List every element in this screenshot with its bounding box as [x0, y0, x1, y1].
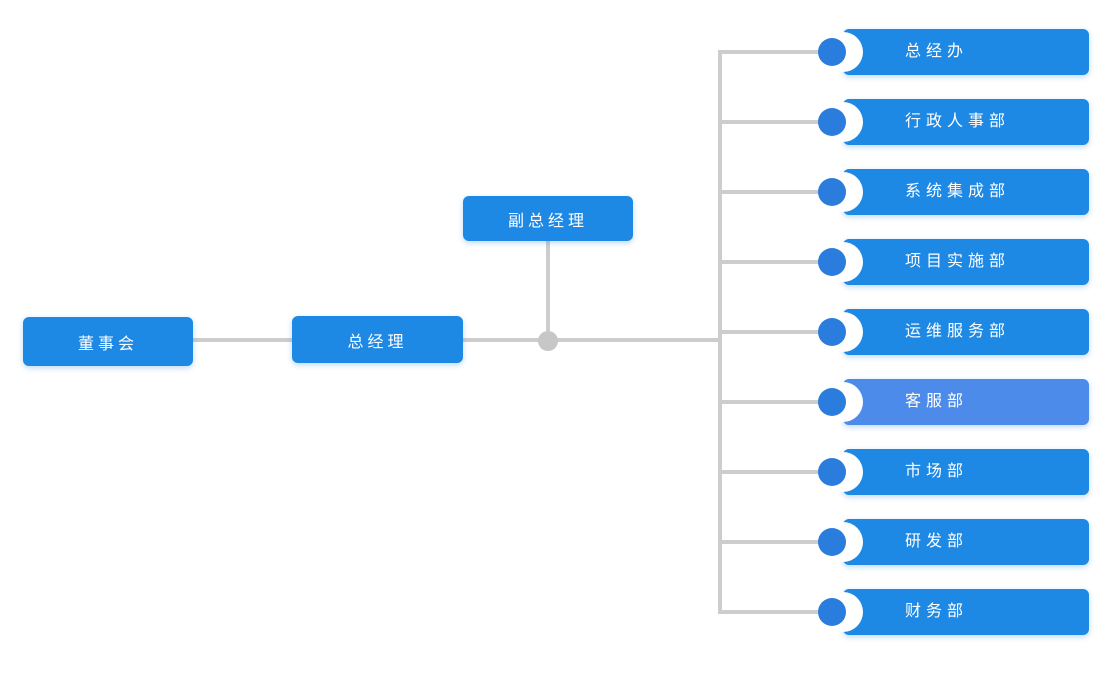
dept-node-1[interactable]: 总经办	[818, 29, 1089, 75]
org-node-board[interactable]: 董事会	[23, 317, 193, 366]
dept-node-label: 系统集成部	[905, 183, 1011, 200]
dept-node-8[interactable]: 研发部	[818, 519, 1089, 565]
dept-node-label: 项目实施部	[905, 253, 1011, 270]
dept-node-label: 市场部	[905, 463, 969, 480]
org-node-deputy-general-manager[interactable]: 副总经理	[463, 196, 633, 241]
bullet-dot-icon	[818, 318, 846, 346]
dept-node-2[interactable]: 行政人事部	[818, 99, 1089, 145]
branch-line	[720, 260, 822, 264]
dept-node-label: 行政人事部	[905, 113, 1011, 130]
bullet-dot-icon	[818, 38, 846, 66]
dept-node-4[interactable]: 项目实施部	[818, 239, 1089, 285]
branch-line	[720, 610, 822, 614]
branch-line	[720, 50, 822, 54]
bullet-dot-icon	[818, 598, 846, 626]
dept-node-label: 财务部	[905, 603, 969, 620]
connector-board-to-gm	[193, 338, 292, 342]
bullet-dot-icon	[818, 528, 846, 556]
org-node-board-label: 董事会	[77, 335, 138, 353]
bullet-dot-icon	[818, 388, 846, 416]
branch-line	[720, 190, 822, 194]
bullet-dot-icon	[818, 178, 846, 206]
dept-node-3[interactable]: 系统集成部	[818, 169, 1089, 215]
org-node-general-manager-label: 总经理	[347, 333, 408, 351]
org-node-general-manager[interactable]: 总经理	[292, 316, 463, 363]
branch-line	[720, 120, 822, 124]
bullet-dot-icon	[818, 248, 846, 276]
branch-line	[720, 470, 822, 474]
bullet-dot-icon	[818, 458, 846, 486]
dept-node-label: 研发部	[905, 533, 969, 550]
dept-node-label: 运维服务部	[905, 323, 1011, 340]
bullet-dot-icon	[818, 108, 846, 136]
connector-trunk	[463, 338, 720, 342]
dept-node-label: 总经办	[905, 43, 969, 60]
dept-node-6[interactable]: 客服部	[818, 379, 1089, 425]
branch-line	[720, 330, 822, 334]
junction-dot-icon	[538, 331, 558, 351]
dept-node-label: 客服部	[905, 393, 969, 410]
dept-node-7[interactable]: 市场部	[818, 449, 1089, 495]
dept-node-5[interactable]: 运维服务部	[818, 309, 1089, 355]
branch-line	[720, 540, 822, 544]
connector-deputy-drop	[546, 240, 550, 338]
dept-node-9[interactable]: 财务部	[818, 589, 1089, 635]
branch-line	[720, 400, 822, 404]
org-node-deputy-general-manager-label: 副总经理	[507, 212, 588, 230]
